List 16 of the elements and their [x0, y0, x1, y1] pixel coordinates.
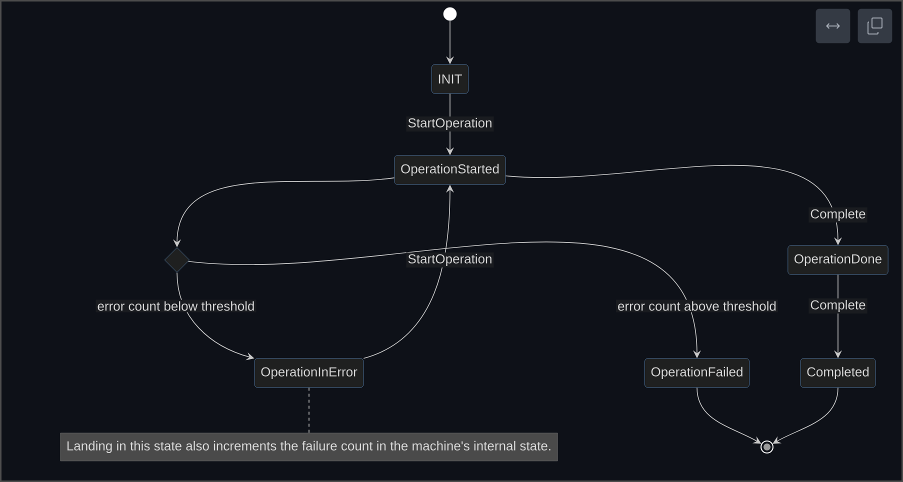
state-box: OperationFailed — [644, 358, 750, 388]
edge-label: StartOperation — [406, 116, 494, 132]
state-box: OperationStarted — [394, 155, 506, 185]
note-box: Landing in this state also increments the failure count in the machine's internal state. — [60, 432, 558, 462]
edge-label: error count above threshold — [616, 300, 778, 312]
edge-label: Complete — [808, 207, 868, 223]
edge-label: Complete — [808, 298, 868, 314]
dashed-connector — [308, 387, 310, 434]
state-box: OperationDone — [788, 245, 888, 275]
start-circle — [443, 7, 457, 21]
state-box: INIT — [432, 64, 468, 94]
state-box: Completed — [800, 358, 876, 388]
state-box: OperationInError — [254, 358, 364, 388]
edge-label: error count below threshold — [96, 300, 256, 312]
choice-diamond — [164, 247, 190, 273]
edge-label: StartOperation — [406, 252, 494, 268]
